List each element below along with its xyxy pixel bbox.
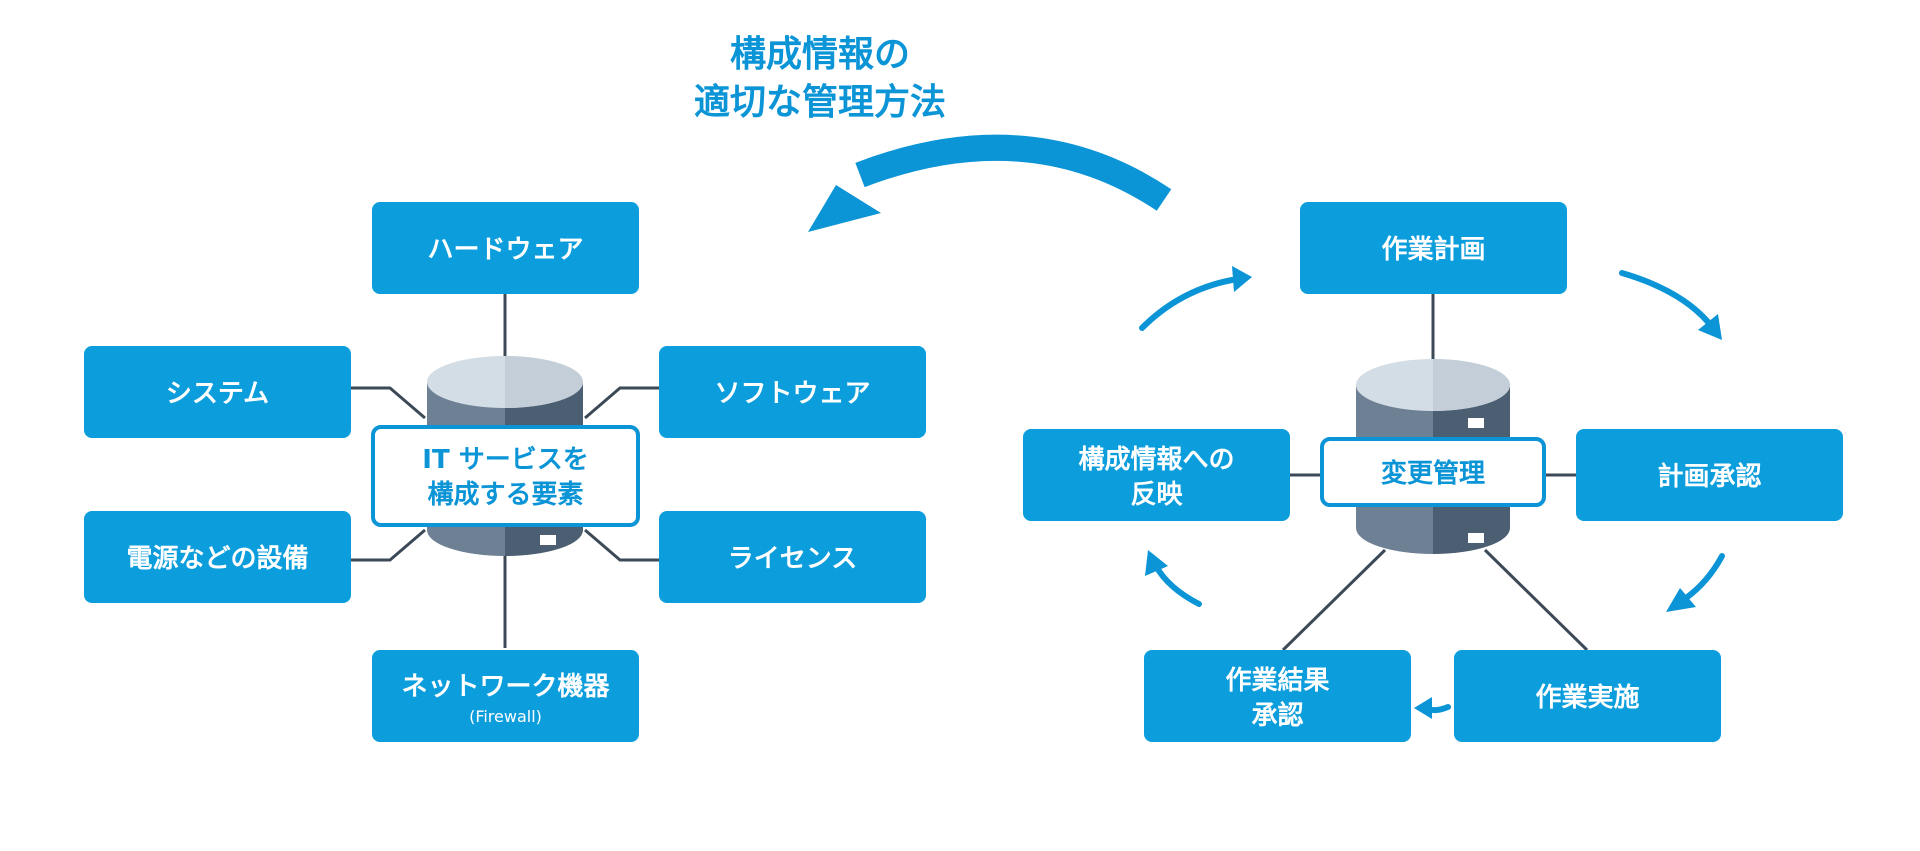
license-label: ライセンス bbox=[728, 544, 857, 574]
license-box: ライセンス bbox=[659, 511, 926, 603]
reflect-label-1: 構成情報への bbox=[1078, 445, 1234, 475]
cycle-arrows bbox=[1139, 266, 1725, 719]
cycle-arrow-to-execution bbox=[1666, 553, 1725, 612]
cycle-arrow-to-result-approval bbox=[1414, 697, 1451, 719]
network-label: ネットワーク機器 bbox=[401, 672, 610, 702]
change-management-label: 変更管理 bbox=[1381, 458, 1485, 489]
execution-label: 作業実施 bbox=[1535, 682, 1639, 713]
title-line-1: 構成情報の bbox=[730, 34, 910, 75]
plan-approval-label: 計画承認 bbox=[1657, 461, 1761, 492]
left-center-label: IT サービスを 構成する要素 bbox=[371, 425, 640, 527]
hardware-label: ハードウェア bbox=[427, 235, 583, 265]
power-box: 電源などの設備 bbox=[84, 511, 351, 603]
execution-box: 作業実施 bbox=[1454, 650, 1721, 742]
hardware-box: ハードウェア bbox=[372, 202, 639, 294]
network-box: ネットワーク機器 (Firewall) bbox=[372, 650, 639, 742]
reflect-box: 構成情報への 反映 bbox=[1023, 429, 1290, 521]
title-line-2: 適切な管理方法 bbox=[694, 82, 946, 123]
plan-approval-box: 計画承認 bbox=[1576, 429, 1843, 521]
cycle-arrow-to-work-plan bbox=[1139, 266, 1252, 331]
software-label: ソフトウェア bbox=[714, 379, 870, 409]
network-sub-label: (Firewall) bbox=[469, 707, 542, 726]
big-curved-arrow bbox=[808, 134, 1172, 232]
system-label: システム bbox=[166, 379, 269, 409]
work-plan-box: 作業計画 bbox=[1300, 202, 1567, 294]
reflect-label-2: 反映 bbox=[1130, 480, 1182, 510]
left-center-line-2: 構成する要素 bbox=[427, 480, 583, 510]
cycle-arrow-to-plan-approval bbox=[1619, 270, 1722, 340]
power-label: 電源などの設備 bbox=[126, 543, 308, 574]
cycle-arrow-to-reflect bbox=[1145, 550, 1202, 607]
right-connector-lines bbox=[1281, 294, 1589, 652]
result-approval-box: 作業結果 承認 bbox=[1144, 650, 1411, 742]
right-center-label: 変更管理 bbox=[1320, 437, 1546, 507]
result-approval-label-1: 作業結果 bbox=[1225, 665, 1329, 696]
left-center-line-1: IT サービスを bbox=[422, 445, 588, 475]
software-box: ソフトウェア bbox=[659, 346, 926, 438]
work-plan-label: 作業計画 bbox=[1381, 234, 1485, 265]
right-database-icon bbox=[1356, 359, 1510, 554]
system-box: システム bbox=[84, 346, 351, 438]
result-approval-label-2: 承認 bbox=[1251, 700, 1303, 731]
